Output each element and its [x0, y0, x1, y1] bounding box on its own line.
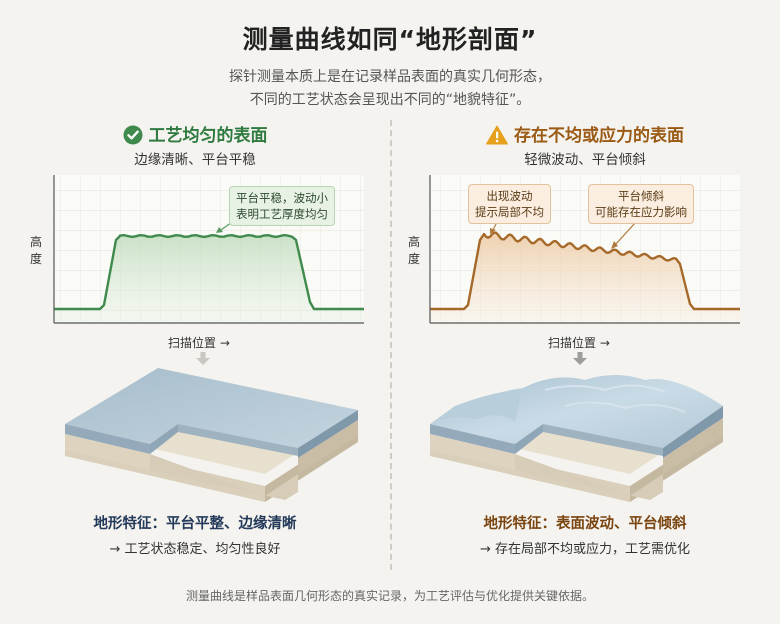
right-note1-pointer-head — [490, 228, 496, 234]
right-feature-subtitle: → 存在局部不均或应力，工艺需优化 — [479, 542, 691, 557]
left-heading: 工艺均匀的表面 — [0, 121, 390, 150]
check-circle-icon — [123, 125, 143, 150]
right-y-axis-label: 高度 — [408, 235, 421, 266]
center-divider — [390, 120, 392, 570]
left-note-pointer-head — [216, 227, 223, 233]
left-profile-fill — [54, 236, 364, 323]
left-surface-block — [65, 368, 358, 502]
left-x-axis-label: 扫描位置 → — [168, 336, 230, 350]
left-note-line-2: 表明工艺厚度均匀 — [236, 207, 328, 221]
left-subheading: 边缘清晰、平台平稳 — [134, 152, 256, 168]
right-note1-line-1: 出现波动 — [486, 189, 533, 203]
warning-triangle-icon — [486, 125, 508, 150]
right-feature-title: 地形特征：表面波动、平台倾斜 — [483, 516, 687, 532]
left-film-side-edge — [298, 410, 358, 458]
right-note1-line-2: 提示局部不均 — [475, 205, 544, 219]
right-x-axis-label: 扫描位置 → — [548, 336, 610, 350]
right-chart-note-1: 出现波动 提示局部不均 — [468, 184, 551, 224]
right-film-top — [430, 375, 723, 448]
right-surface-block — [430, 375, 723, 502]
right-heading-text: 存在不均或应力的表面 — [514, 126, 684, 146]
left-heading-text: 工艺均匀的表面 — [148, 126, 268, 146]
right-down-arrow-icon — [573, 352, 587, 365]
left-down-arrow-icon — [196, 352, 210, 365]
right-note2-pointer — [613, 221, 637, 247]
page-title: 测量曲线如同“地形剖面” — [242, 25, 538, 54]
right-note2-line-2: 可能存在应力影响 — [595, 205, 687, 219]
right-pocket-wall-2 — [543, 424, 663, 456]
right-profile-fill — [430, 232, 740, 323]
right-subheading: 轻微波动、平台倾斜 — [524, 152, 646, 168]
left-pocket-wall-1 — [150, 424, 178, 454]
left-y-axis-label: 高度 — [30, 235, 43, 266]
left-profile-curve — [54, 233, 364, 311]
right-profile-curve — [430, 231, 740, 311]
left-film-top — [65, 368, 358, 448]
subtitle-line-1: 探针测量本质上是在记录样品表面的真实几何形态， — [229, 69, 551, 85]
right-chart-note-2: 平台倾斜 可能存在应力影响 — [588, 184, 694, 224]
left-chart-note: 平台平稳，波动小 表明工艺厚度均匀 — [229, 186, 335, 226]
left-note-line-1: 平台平稳，波动小 — [236, 191, 328, 205]
footer-note: 测量曲线是样品表面几何形态的真实记录，为工艺评估与优化提供关键依据。 — [185, 589, 594, 603]
right-pocket-wall-1 — [515, 424, 543, 454]
subtitle-line-2: 不同的工艺状态会呈现出不同的“地貌特征”。 — [249, 92, 531, 108]
right-film-front-edge — [430, 424, 515, 454]
right-floor-area — [515, 424, 675, 474]
right-heading: 存在不均或应力的表面 — [390, 121, 780, 150]
left-floor-area — [150, 424, 310, 474]
left-pocket-wall-2 — [178, 424, 298, 456]
right-note2-line-1: 平台倾斜 — [618, 189, 664, 203]
left-feature-subtitle: → 工艺状态稳定、均匀性良好 — [109, 542, 281, 557]
right-note2-pointer-head — [611, 241, 618, 249]
right-film-side-edge — [663, 406, 723, 458]
left-film-front-edge — [65, 424, 150, 454]
left-feature-title: 地形特征：平台平整、边缘清晰 — [93, 516, 297, 532]
